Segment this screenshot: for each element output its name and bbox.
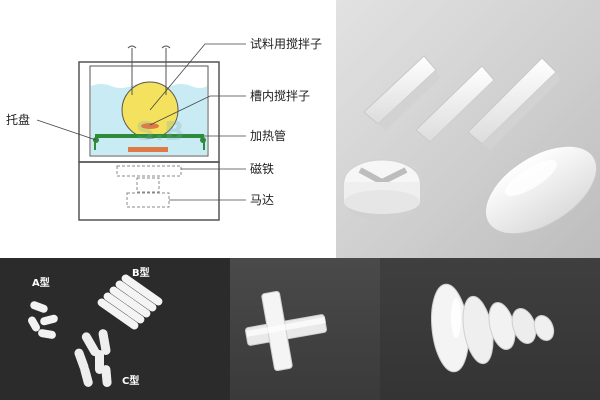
label-sample-stir-bar: 试料用搅拌子 <box>250 36 322 51</box>
triangular-stir-bar-1 <box>363 55 440 130</box>
cross-stir-bar-tile <box>230 258 380 400</box>
tank-stir-bar <box>128 147 168 152</box>
stirrer-schematic: S.B 试料用搅拌子 槽内搅拌子 加热管 磁铁 马达 托盘 <box>6 36 322 221</box>
heating-tube <box>95 134 204 138</box>
cross-disc-stir-bar <box>343 159 421 220</box>
oval-stir-bars-tile <box>380 258 600 400</box>
stir-bar-shapes-strip: A型 B型 C型 <box>0 258 600 400</box>
stirrer-base <box>78 161 220 221</box>
label-type-a: A型 <box>32 276 50 289</box>
stirrer-diagram-panel: S.B 试料用搅拌子 槽内搅拌子 加热管 磁铁 马达 托盘 <box>0 0 336 258</box>
triangular-stir-bar-2 <box>415 65 498 148</box>
type-b-stir-bars <box>97 274 163 330</box>
type-c-stir-bars <box>74 329 112 388</box>
motor <box>126 192 170 208</box>
stir-bars-photo-illustration <box>343 55 598 235</box>
stir-bars-photo <box>336 0 600 258</box>
label-tray: 托盘 <box>6 112 30 127</box>
sample-stir-bar <box>141 123 159 129</box>
label-magnet: 磁铁 <box>250 161 274 176</box>
watermark: S.B <box>136 117 184 147</box>
label-type-b: B型 <box>132 266 150 279</box>
label-heating-tube: 加热管 <box>250 128 286 143</box>
magnet <box>116 165 182 177</box>
type-abc-stir-bars: A型 B型 C型 <box>0 258 230 400</box>
triangular-stir-bar-3 <box>467 57 560 150</box>
label-type-c: C型 <box>122 374 139 387</box>
inner-tank <box>89 65 209 157</box>
oval-stir-bar <box>484 145 598 235</box>
cross-stir-bar <box>245 291 327 371</box>
label-motor: 马达 <box>250 193 274 207</box>
oval-stir-bars-row <box>431 283 555 373</box>
type-a-stir-bars <box>28 301 58 339</box>
label-tank-stir-bar: 槽内搅拌子 <box>250 88 310 103</box>
